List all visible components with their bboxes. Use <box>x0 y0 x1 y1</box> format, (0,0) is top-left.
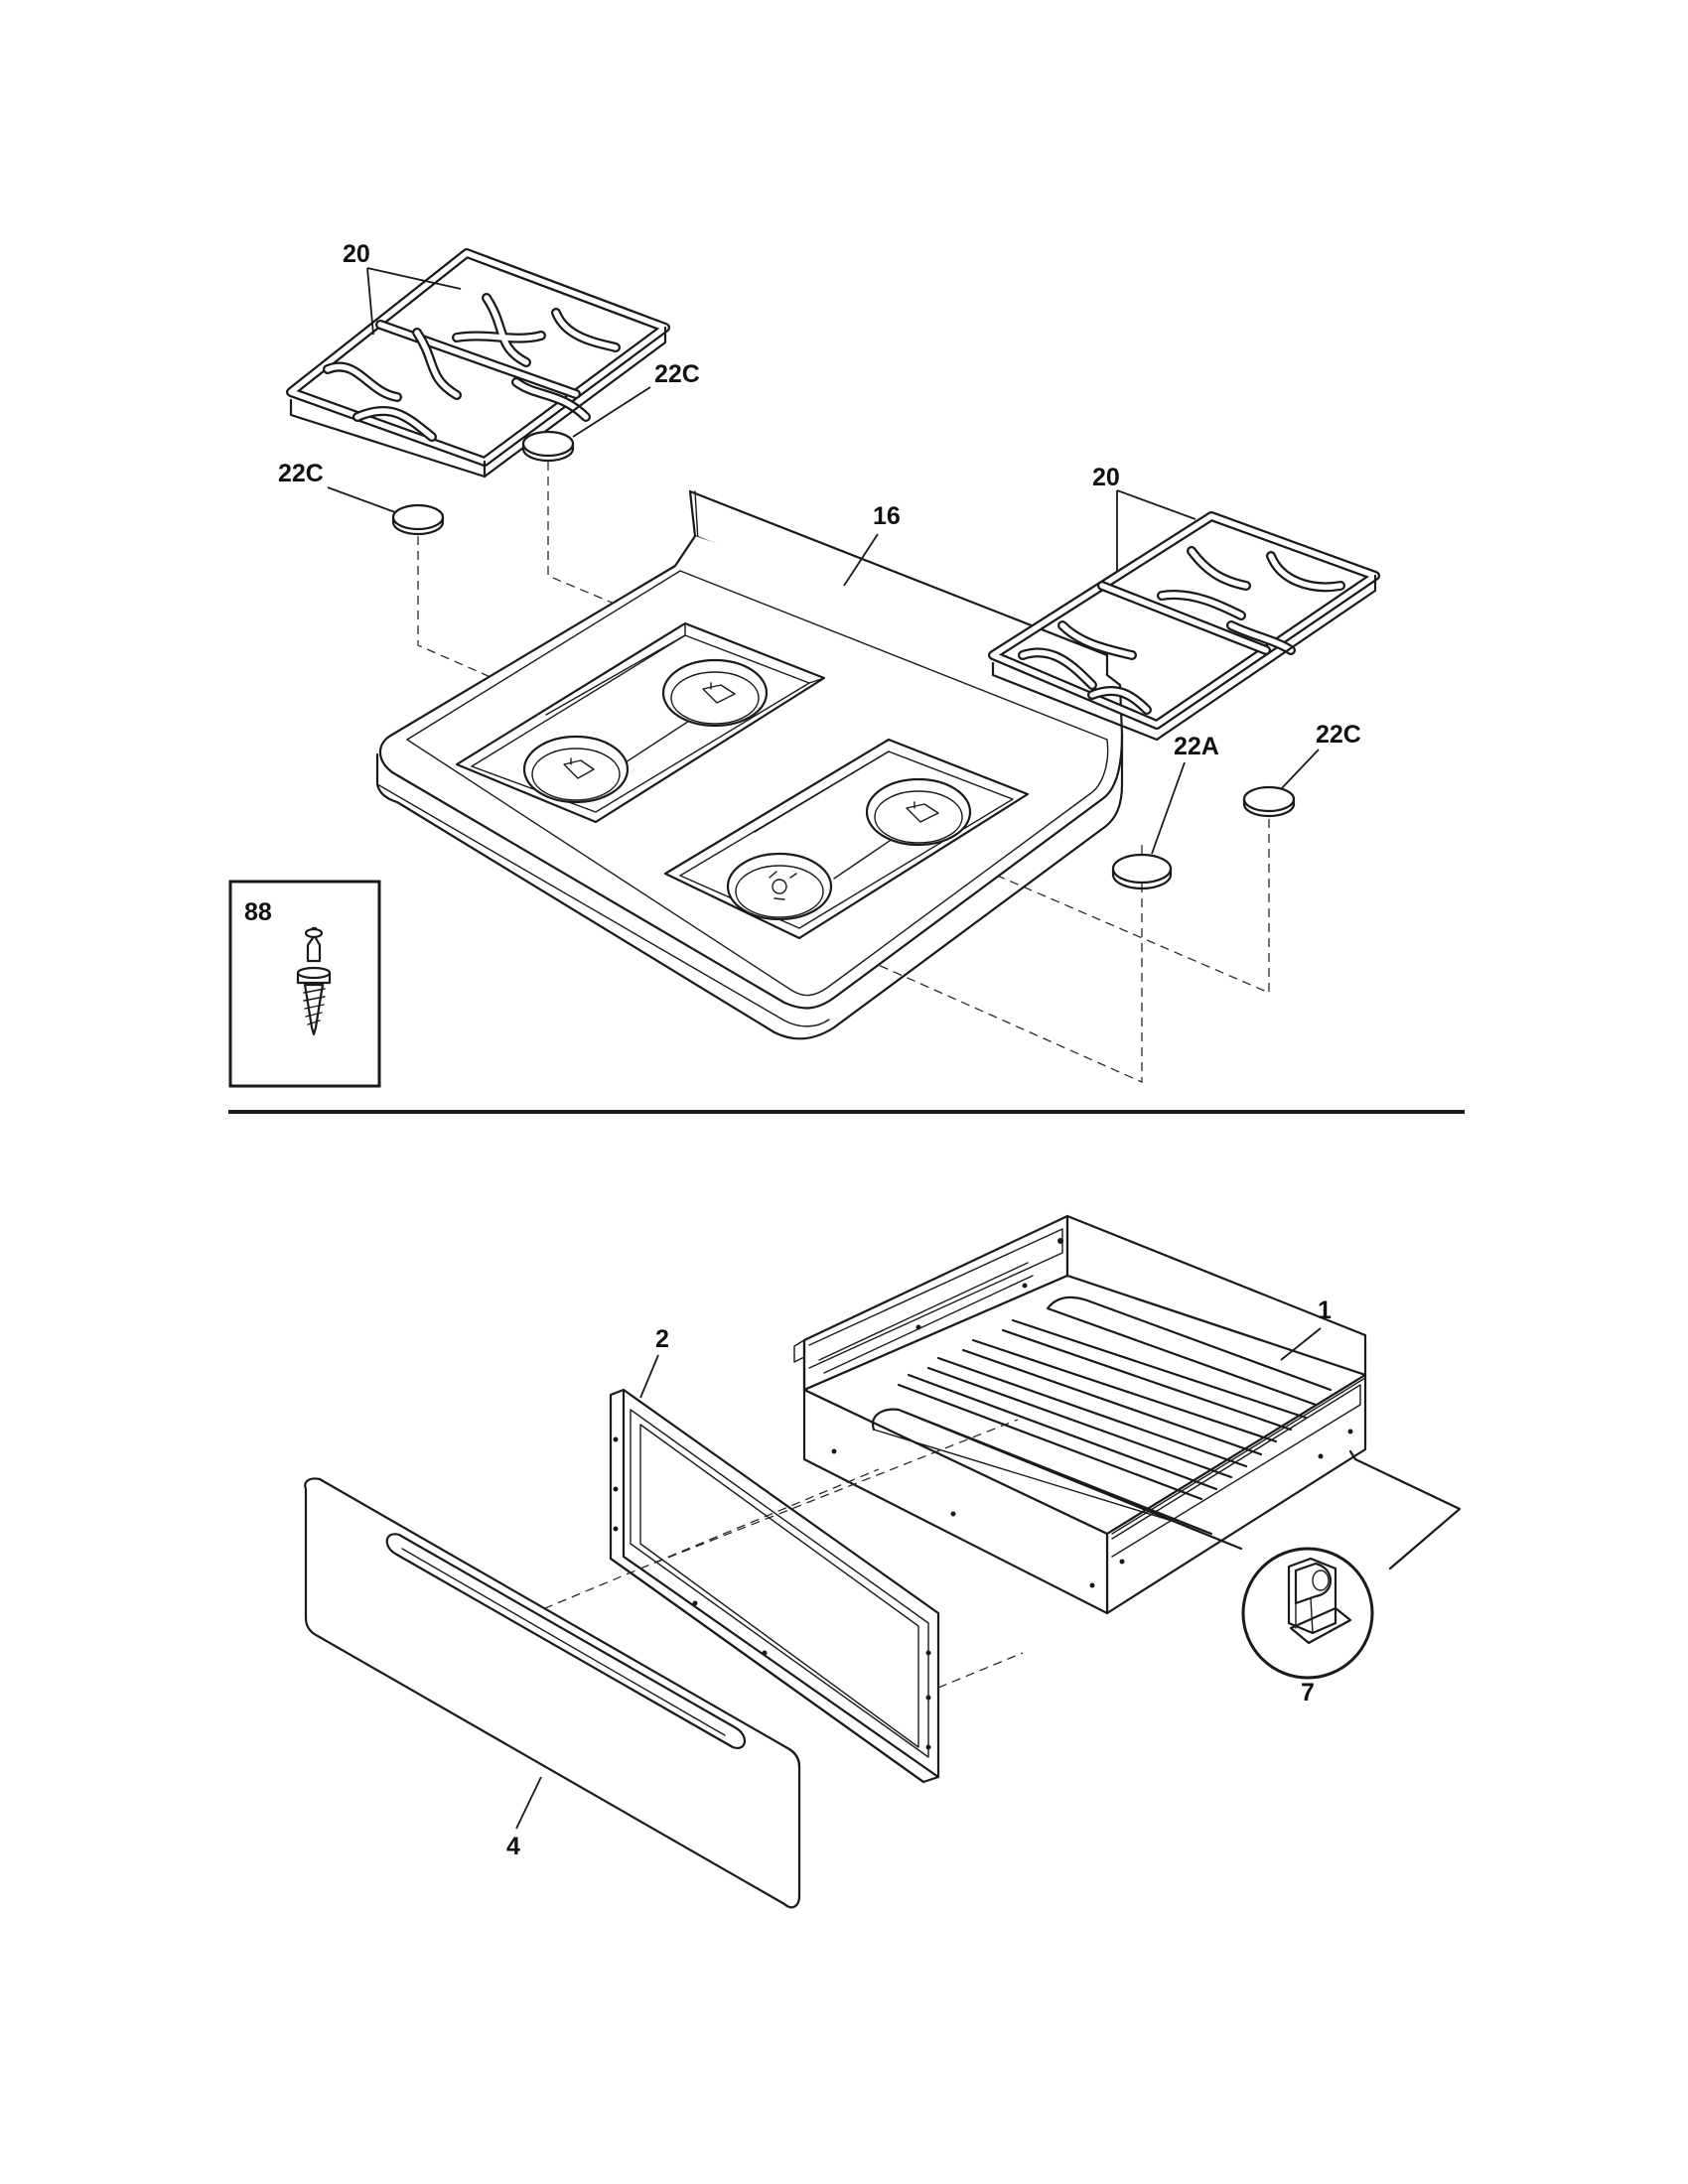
foot-pad-right-front <box>1111 853 1173 890</box>
callout-foot-left-lower: 22C <box>278 460 324 487</box>
callout-foot-right-back: 22C <box>1316 721 1361 749</box>
screw-inset: 88 <box>228 880 381 1088</box>
alignment-lines-top <box>417 462 1270 1084</box>
callout-foot-right-front: 22A <box>1174 733 1219 760</box>
leader-foot-left-lower <box>327 486 396 513</box>
callout-drawer-frame: 2 <box>655 1325 669 1353</box>
foot-pad-left-lower <box>391 503 445 536</box>
callout-foot-left-upper: 22C <box>654 360 700 388</box>
drawer-frame <box>609 1388 940 1784</box>
callout-drawer-body: 1 <box>1318 1297 1332 1324</box>
leader-drawer-panel <box>515 1776 542 1830</box>
leader-foot-right-back <box>1280 749 1320 790</box>
leader-foot-right-front <box>1151 761 1186 855</box>
leader-drawer-frame <box>639 1354 659 1399</box>
callout-grate-right: 20 <box>1092 464 1120 491</box>
drawer-clip-detail: 7 <box>1241 1449 1462 1706</box>
foot-pad-left-upper <box>521 430 575 463</box>
cooktop <box>375 489 1124 1040</box>
drawer-body <box>793 1214 1367 1615</box>
callout-drawer-panel: 4 <box>506 1833 520 1860</box>
callout-grate-left: 20 <box>343 240 370 268</box>
right-grate <box>988 511 1380 742</box>
leader-grate-right <box>1116 489 1196 571</box>
drawer-front-panel <box>304 1477 801 1909</box>
callout-cooktop: 16 <box>873 502 901 530</box>
callout-drawer-clip: 7 <box>1301 1679 1315 1706</box>
callout-screw: 88 <box>244 898 272 926</box>
leader-cooktop <box>843 533 879 587</box>
leader-drawer-body <box>1280 1327 1322 1361</box>
leader-foot-left-upper <box>572 386 651 438</box>
left-grate <box>286 248 670 478</box>
foot-pad-right-back <box>1242 785 1296 818</box>
leader-grate-left <box>366 267 462 336</box>
